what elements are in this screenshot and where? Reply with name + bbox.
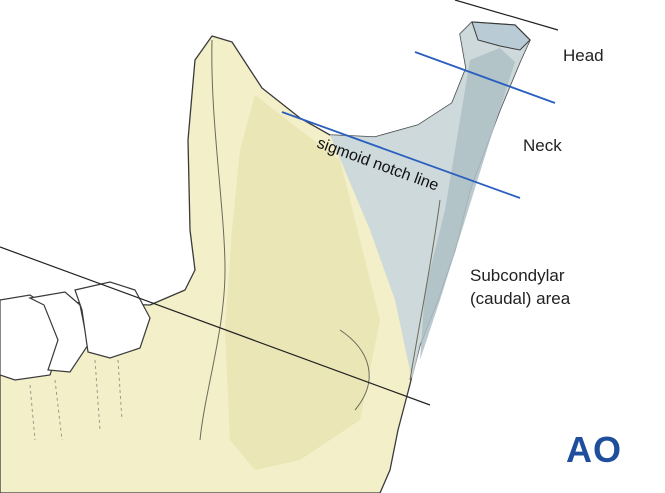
condylar-head bbox=[471, 21, 531, 51]
condylar-shade bbox=[420, 48, 515, 360]
molar-3 bbox=[74, 281, 151, 359]
head-reference-line bbox=[454, 0, 559, 31]
subcondylar-label-caudal: (caudal) area bbox=[470, 289, 571, 308]
head-neck-boundary-line bbox=[414, 51, 556, 104]
mandible-canal-contour bbox=[339, 329, 370, 411]
ramus-contour bbox=[199, 39, 226, 441]
subcondylar-label: Subcondylar bbox=[470, 266, 565, 285]
ao-logo-text: AO bbox=[566, 429, 622, 470]
sigmoid-notch-line bbox=[281, 111, 521, 199]
ramus-contour-inner bbox=[409, 199, 441, 381]
ramus-shade bbox=[225, 95, 380, 470]
molar-2 bbox=[28, 291, 89, 373]
neck-label: Neck bbox=[523, 136, 562, 155]
ao-logo: AO bbox=[566, 429, 622, 470]
molar-teeth bbox=[0, 281, 151, 441]
head-label: Head bbox=[563, 46, 604, 65]
tooth-roots bbox=[29, 359, 123, 441]
occlusal-reference-line bbox=[0, 246, 431, 406]
